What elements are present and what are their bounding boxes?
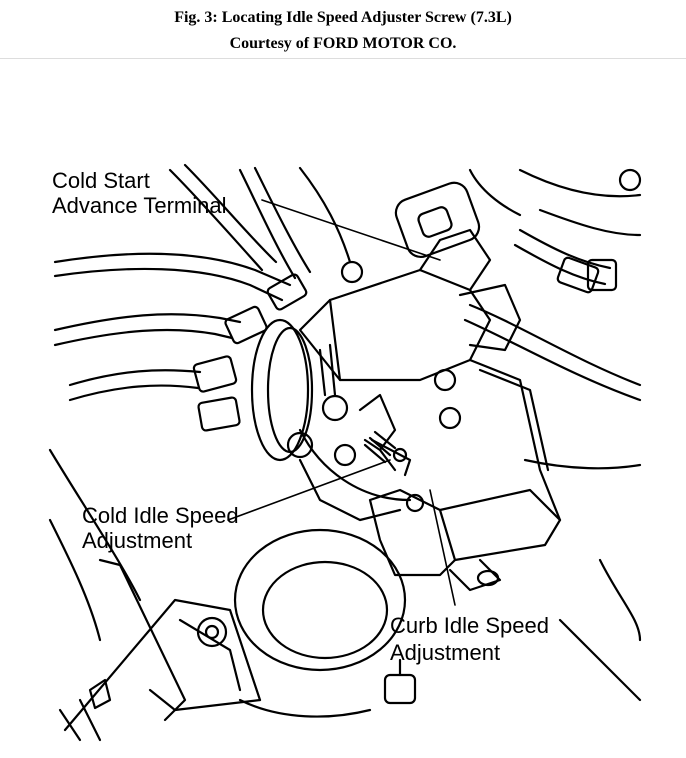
- engine-block: [48, 448, 262, 742]
- label-cold-start-line2: Advance Terminal: [52, 193, 226, 218]
- figure-credit: Courtesy of FORD MOTOR CO.: [229, 35, 457, 52]
- label-curb-idle-line1: Curb Idle Speed: [390, 613, 549, 638]
- leader-lines: [227, 199, 456, 606]
- line-fittings: [192, 256, 618, 432]
- leader-cold-start: [261, 199, 441, 261]
- injection-pump: [250, 181, 522, 522]
- label-curb-idle-line2: Adjustment: [390, 640, 500, 665]
- leader-curb-idle: [429, 489, 456, 606]
- figure-caption: Fig. 3: Locating Idle Speed Adjuster Scr…: [0, 0, 686, 59]
- figure-title: Fig. 3: Locating Idle Speed Adjuster Scr…: [174, 9, 512, 26]
- label-cold-idle-line2: Adjustment: [82, 528, 192, 553]
- fuel-lines: [53, 163, 642, 470]
- throttle-linkage: [358, 358, 562, 592]
- leader-cold-idle: [227, 459, 391, 521]
- pulley-housing: [233, 528, 417, 718]
- label-cold-start-line1: Cold Start: [52, 168, 150, 193]
- manifold: [468, 168, 642, 702]
- label-cold-idle-line1: Cold Idle Speed: [82, 503, 239, 528]
